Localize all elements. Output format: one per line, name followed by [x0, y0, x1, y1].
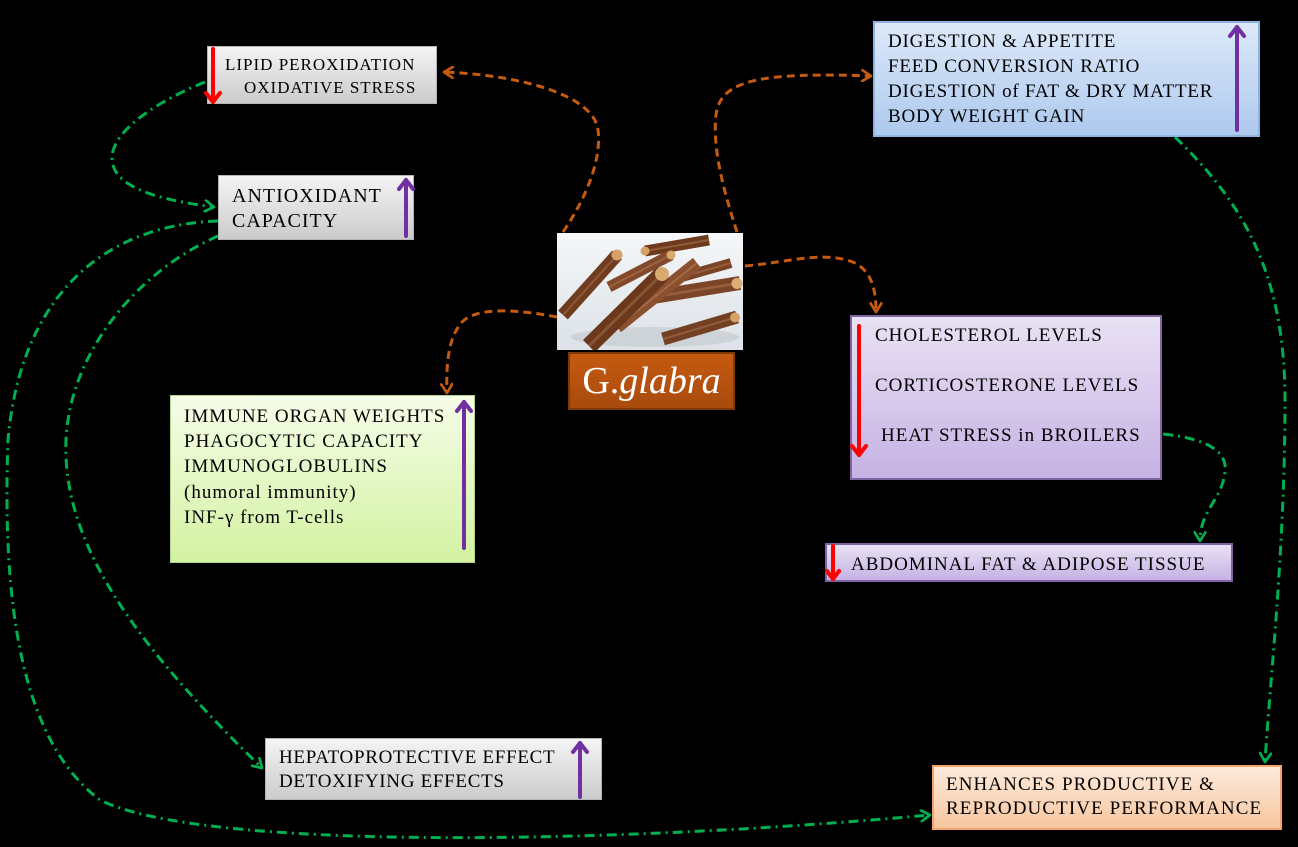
heat-stress-label: HEAT STRESS in BROILERS [881, 425, 1141, 446]
stick-cut-end [731, 278, 743, 289]
arrow-head [455, 400, 473, 413]
stick-cut-end [730, 312, 740, 323]
connector-glabra-to-immune-box [447, 309, 558, 393]
capacity-label: CAPACITY [232, 210, 339, 232]
corticosterone-levels-label: CORTICOSTERONE LEVELS [875, 375, 1140, 396]
antioxidant-label: ANTIOXIDANT [232, 185, 382, 207]
connector-cholesterol-to-abdominal-fat [1162, 432, 1227, 541]
digestion-performance-box: DIGESTION & APPETITE FEED CONVERSION RAT… [873, 21, 1260, 137]
digestion-appetite-label: DIGESTION & APPETITE [888, 31, 1117, 52]
g-glabra-label: G.glabra [568, 352, 735, 410]
immunoglobulins-label: IMMUNOGLOBULINS [184, 456, 388, 478]
stick-grain [587, 271, 665, 348]
arrow-head [1228, 25, 1246, 38]
performance-outcome-box: ENHANCES PRODUCTIVE & REPRODUCTIVE PERFO… [932, 765, 1282, 830]
humoral-immunity-label: (humoral immunity) [184, 481, 357, 503]
feed-conversion-label: FEED CONVERSION RATIO [888, 56, 1141, 77]
stick-grain [562, 254, 618, 316]
stick-cut-end [640, 246, 650, 256]
stick-cut-end [611, 249, 623, 261]
enhances-productive-label: ENHANCES PRODUCTIVE & [946, 774, 1216, 795]
hepatoprotective-box: HEPATOPROTECTIVE EFFECT DETOXIFYING EFFE… [265, 738, 602, 800]
connector-antioxidant-to-performance [5, 219, 930, 840]
arrow-head [825, 569, 841, 581]
down-arrow-icon [850, 324, 868, 457]
arrow-head [204, 91, 222, 104]
fat-dry-matter-label: DIGESTION of FAT & DRY MATTER [888, 81, 1214, 102]
body-weight-gain-label: BODY WEIGHT GAIN [888, 106, 1086, 127]
antioxidant-capacity-box: ANTIOXIDANT CAPACITY [218, 175, 415, 240]
reproductive-performance-label: REPRODUCTIVE PERFORMANCE [946, 798, 1263, 819]
up-arrow-icon [571, 741, 589, 799]
abdominal-fat-box: ABDOMINAL FAT & ADIPOSE TISSUE [825, 543, 1233, 582]
connector-antioxidant-to-hepatic [64, 234, 262, 768]
detoxifying-effects-label: DETOXIFYING EFFECTS [279, 771, 505, 792]
connector-digestion-to-performance [1173, 135, 1287, 762]
up-arrow-icon [455, 400, 473, 550]
licorice-roots-image [557, 233, 743, 353]
cholesterol-stress-box: CHOLESTEROL LEVELS CORTICOSTERONE LEVELS… [850, 315, 1162, 480]
immune-organ-weights-label: IMMUNE ORGAN WEIGHTS [184, 406, 446, 427]
genus-abbreviation: G. [582, 360, 620, 402]
stick-grain [644, 239, 710, 252]
oxidative-stress-label: OXIDATIVE STRESS [244, 78, 417, 97]
connector-glabra-to-digestion-box [713, 75, 871, 233]
hepatoprotective-effect-label: HEPATOPROTECTIVE EFFECT [279, 747, 556, 768]
connector-glabra-to-cholesterol-box [744, 255, 876, 312]
phagocytic-capacity-label: PHAGOCYTIC CAPACITY [184, 431, 424, 453]
stick-cut-end [666, 250, 676, 260]
lipid-peroxidation-label: LIPID PEROXIDATION [225, 55, 416, 74]
species-name: glabra [619, 360, 721, 402]
immune-response-box: IMMUNE ORGAN WEIGHTS PHAGOCYTIC CAPACITY… [170, 395, 475, 563]
inf-gamma-label: INF-γ from T-cells [184, 506, 345, 528]
abdominal-fat-label: ABDOMINAL FAT & ADIPOSE TISSUE [851, 554, 1206, 575]
down-arrow-icon [825, 544, 841, 581]
arrow-head [397, 178, 415, 191]
cholesterol-levels-label: CHOLESTEROL LEVELS [875, 325, 1103, 346]
down-arrow-icon [204, 47, 222, 104]
stick-grain [608, 254, 672, 288]
up-arrow-icon [397, 178, 415, 238]
licorice-roots-photo [557, 233, 743, 353]
arrow-head [571, 741, 589, 754]
up-arrow-icon [1228, 25, 1246, 132]
connector-lipid-to-antioxidant [110, 80, 214, 207]
lipid-peroxidation-box: LIPID PEROXIDATION OXIDATIVE STRESS [204, 46, 437, 104]
connector-glabra-to-lipid-box [444, 72, 601, 233]
stick-grain [662, 316, 738, 340]
stick-cut-end [655, 267, 669, 281]
arrow-head [850, 444, 868, 457]
